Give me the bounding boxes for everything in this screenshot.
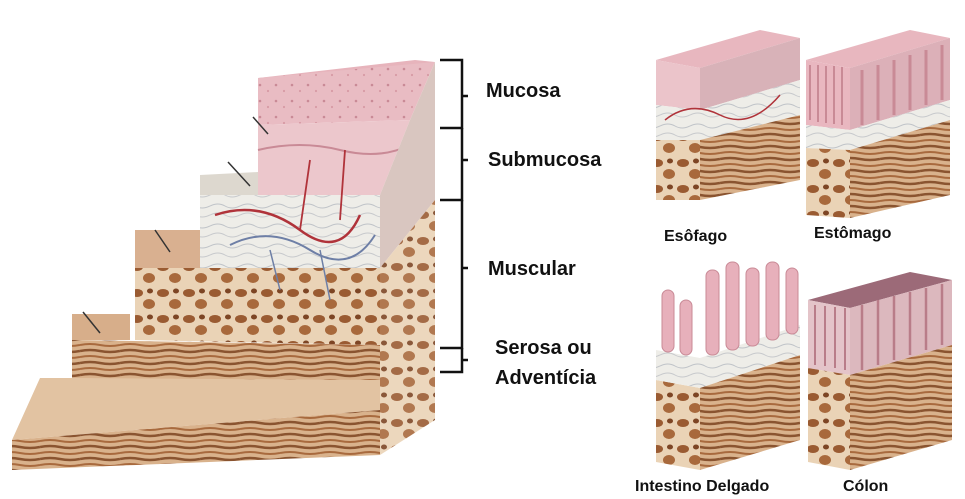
label-estomago: Estômago	[814, 225, 891, 243]
bracket-submucosa	[440, 128, 468, 200]
layer-brackets	[440, 60, 468, 372]
organ-estomago-cube	[806, 30, 950, 218]
organ-intestino-cube	[656, 262, 800, 470]
bracket-serosa	[440, 348, 468, 372]
main-wall-block	[12, 60, 435, 470]
label-serosa-line2: Adventícia	[495, 367, 596, 389]
label-muscular: Muscular	[488, 258, 576, 280]
mucosa-top-face	[258, 62, 435, 125]
submucosa-top	[200, 172, 258, 195]
bracket-mucosa	[440, 60, 468, 128]
label-mucosa: Mucosa	[486, 80, 560, 102]
circular-muscle-front	[135, 268, 380, 345]
bracket-muscular	[440, 200, 468, 348]
label-serosa-line1: Serosa ou	[495, 337, 592, 359]
label-colon: Cólon	[843, 478, 888, 496]
longitudinal-muscle-front	[72, 340, 380, 380]
label-esofago: Esôfago	[664, 228, 727, 246]
label-intestino-delgado: Intestino Delgado	[635, 478, 769, 496]
organ-esofago-cube	[656, 30, 800, 200]
label-submucosa: Submucosa	[488, 149, 601, 171]
longitudinal-muscle-top	[72, 314, 130, 340]
organ-colon-cube	[808, 272, 952, 470]
